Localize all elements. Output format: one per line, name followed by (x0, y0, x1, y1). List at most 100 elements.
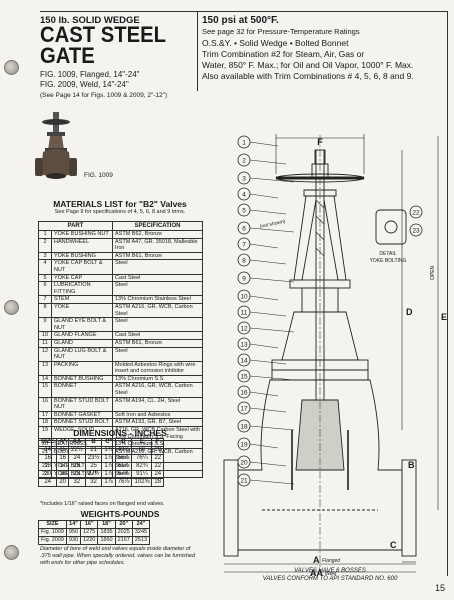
callout-number: 17 (240, 405, 248, 412)
materials-cell-spec: 13% Chromium S.S. (112, 374, 203, 384)
materials-cell-n: 17 (38, 410, 52, 420)
materials-cell-n: 14 (38, 374, 52, 384)
rating-line: Also available with Trim Combinations # … (202, 71, 414, 81)
weights-header: 24" (131, 520, 151, 529)
weights-cell: 2513 (131, 536, 151, 545)
dimensions-cell: 24 (151, 470, 165, 479)
dimensions-header: AA (68, 438, 86, 447)
weights-cell: 1220 (80, 536, 99, 545)
callout-leader (249, 243, 279, 249)
materials-cell-spec: ASTM A216, GR. WCB, Carbon Steel (112, 302, 203, 319)
materials-cell-n: 18 (38, 418, 52, 428)
materials-cell-spec: Molded Asbestos Rings with wire insert a… (112, 360, 203, 376)
materials-cell-spec: Steel (112, 346, 203, 362)
flanged-label: Flanged (322, 558, 340, 564)
callout-leader (249, 209, 287, 215)
materials-cell-n: 5 (38, 273, 52, 283)
callout-leader (249, 141, 279, 147)
materials-cell-n: 3 (38, 251, 52, 261)
dim-d-label: D (406, 307, 413, 317)
binder-hole (4, 545, 19, 560)
callout-22: 22 (412, 210, 420, 217)
materials-cell-spec: ASTM B62, Bronze (112, 230, 203, 239)
fig-line2: FIG. 2009, Weld, 14"-24" (40, 80, 129, 89)
callout-number: 16 (240, 389, 248, 396)
materials-cell-spec: Steel (112, 259, 203, 275)
dimensions-cell: 82¾ (131, 462, 153, 471)
rating-headline: 150 psi at 500°F. (202, 15, 279, 26)
callout-leader (249, 177, 295, 183)
not-shown-label: (not shown) (259, 219, 286, 230)
dimensions-cell: 25 (84, 462, 103, 471)
weights-header: 14" (65, 520, 82, 529)
weights-header: 16" (80, 520, 99, 529)
callout-leader (249, 391, 279, 397)
caption-line1: VALVES HAVE 6 BOSSES (294, 568, 366, 574)
col-spec: SPECIFICATION (112, 221, 203, 231)
dimensions-cell: 14 (37, 446, 58, 455)
page-border (447, 11, 448, 576)
materials-cell-n: 6 (38, 281, 52, 297)
materials-cell-n: 9 (38, 317, 52, 333)
dim-a-label: A (313, 555, 320, 565)
callout-23: 23 (412, 228, 420, 235)
dimensions-cell: 28 (151, 478, 165, 487)
dimensions-cell: 26 (68, 462, 86, 471)
dimensions-cell: 32 (84, 478, 103, 487)
callout-leader (249, 375, 295, 381)
dimensions-cell: 16 (56, 454, 70, 463)
detail-label2: YOKE BOLTING (370, 258, 407, 264)
dimensions-cell: 61⅞ (114, 462, 133, 471)
callout-number: 6 (242, 225, 246, 232)
callout-circle (237, 187, 251, 201)
materials-cell-n: 4 (38, 259, 52, 275)
materials-cell-spec: Cast Steel (112, 273, 203, 283)
dimensions-cell: 28 (68, 470, 86, 479)
callout-leader (249, 295, 279, 301)
materials-cell-part: BONNET (51, 382, 113, 398)
callout-leader (249, 159, 287, 165)
materials-cell-part: STEM (51, 295, 113, 304)
dimensions-cell: 49⅛ (114, 446, 133, 455)
dimensions-cell: 15 (56, 446, 70, 455)
materials-cell-n: 7 (38, 295, 52, 304)
materials-cell-part: GLAND LUG BOLT & NUT (51, 346, 113, 362)
dimensions-cell: 24 (68, 454, 86, 463)
materials-cell-spec: Cast Steel (112, 331, 203, 340)
weights-cell: Fig. 2009 (38, 536, 67, 545)
materials-cell-part: BONNET STUD BOLT (51, 418, 113, 428)
fig-line1: FIG. 1009, Flanged, 14"-24" (40, 70, 140, 79)
weights-cell: 930 (65, 536, 82, 545)
dimensions-title: DIMENSIONS - INCHES (73, 428, 167, 438)
dimensions-header: A* (56, 438, 70, 447)
materials-cell-spec: ASTM B61, Bronze (112, 338, 203, 348)
materials-cell-n: 1 (38, 230, 52, 239)
rating-line: Trim Combination #2 for Steam, Air, Gas … (202, 49, 365, 59)
dimensions-cell: 27½ (84, 470, 103, 479)
pressure-class: 150 lb. SOLID WEDGE (40, 15, 140, 26)
dimensions-header: B (84, 438, 103, 447)
callout-leader (249, 327, 295, 333)
materials-cell-part: GLAND EYE BOLT & NUT (51, 317, 113, 333)
materials-cell-spec: ASTM A47, GR. 35018, Malleable Iron (112, 237, 203, 253)
page-title-line2: GATE (40, 43, 95, 68)
callout-leader (249, 193, 279, 199)
callout-number: 3 (242, 175, 246, 182)
dimensions-cell: 66 (131, 446, 153, 455)
dimensions-cell: 18 (37, 462, 58, 471)
